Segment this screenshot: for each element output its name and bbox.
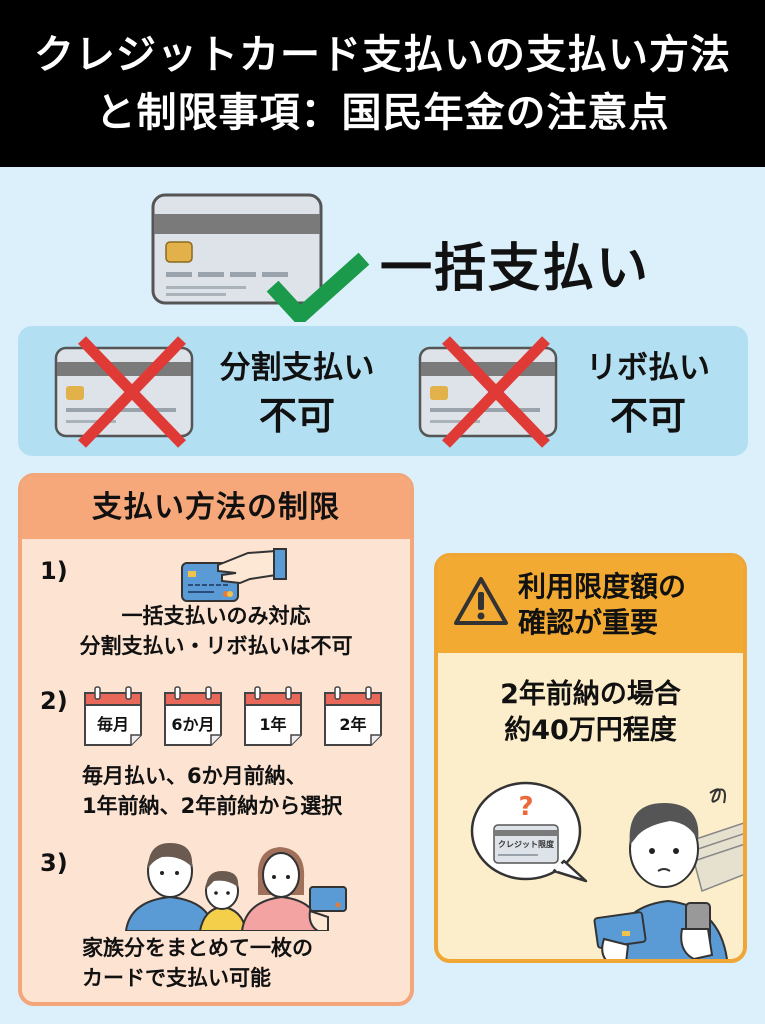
lump-sum-label: 一括支払い: [380, 239, 651, 299]
item-number-1: 1): [40, 557, 68, 585]
title-line-1: クレジットカード支払いの支払い方法: [34, 31, 731, 78]
limit-amount-text: 2年前納の場合 約40万円程度: [500, 679, 681, 746]
item-1-text: 一括支払いのみ対応 分割支払い・リボ払いは不可: [79, 604, 353, 658]
speech-bubble-card-icon: ? クレジット限度: [468, 779, 590, 889]
item-2-text: 毎月払い、6か月前納、 1年前納、2年前納から選択: [82, 764, 343, 818]
restrictions-title: 支払い方法の制限: [22, 477, 410, 539]
worried-person-card-icon: [578, 779, 743, 959]
revolving-not-allowed: リボ払い 不可: [586, 350, 710, 438]
page-header: クレジットカード支払いの支払い方法 と制限事項：国民年金の注意点: [0, 0, 765, 167]
credit-card-cross-icon: [52, 336, 202, 448]
item-number-2: 2): [40, 687, 68, 715]
installment-not-allowed: 分割支払い 不可: [219, 350, 375, 438]
item-number-3: 3): [40, 849, 68, 877]
warning-icon: [452, 575, 510, 627]
credit-card-check-icon: [150, 192, 370, 322]
payment-restrictions-panel: 支払い方法の制限 1) 一括支払いのみ対応 分割支払い・リボ払いは不可 2) 毎…: [18, 473, 414, 1006]
credit-limit-warning-panel: 利用限度額の 確認が重要 2年前納の場合 約40万円程度 ? クレジット限度: [434, 553, 747, 963]
title-line-2: と制限事項：国民年金の注意点: [95, 89, 670, 136]
calendar-icon-6months: 6か月: [162, 685, 224, 747]
family-card-icon: [122, 839, 352, 931]
hand-card-icon: [178, 547, 298, 607]
svg-text:?: ?: [518, 792, 533, 822]
credit-card-cross-icon: [416, 336, 566, 448]
bubble-card-text: クレジット限度: [498, 840, 554, 849]
calendar-icon-1year: 1年: [242, 685, 304, 747]
calendar-icon-2years: 2年: [322, 685, 384, 747]
warning-title: 利用限度額の 確認が重要: [438, 557, 743, 653]
calendar-icon-monthly: 毎月: [82, 685, 144, 747]
item-3-text: 家族分をまとめて一枚の カードで支払い可能: [82, 936, 313, 990]
